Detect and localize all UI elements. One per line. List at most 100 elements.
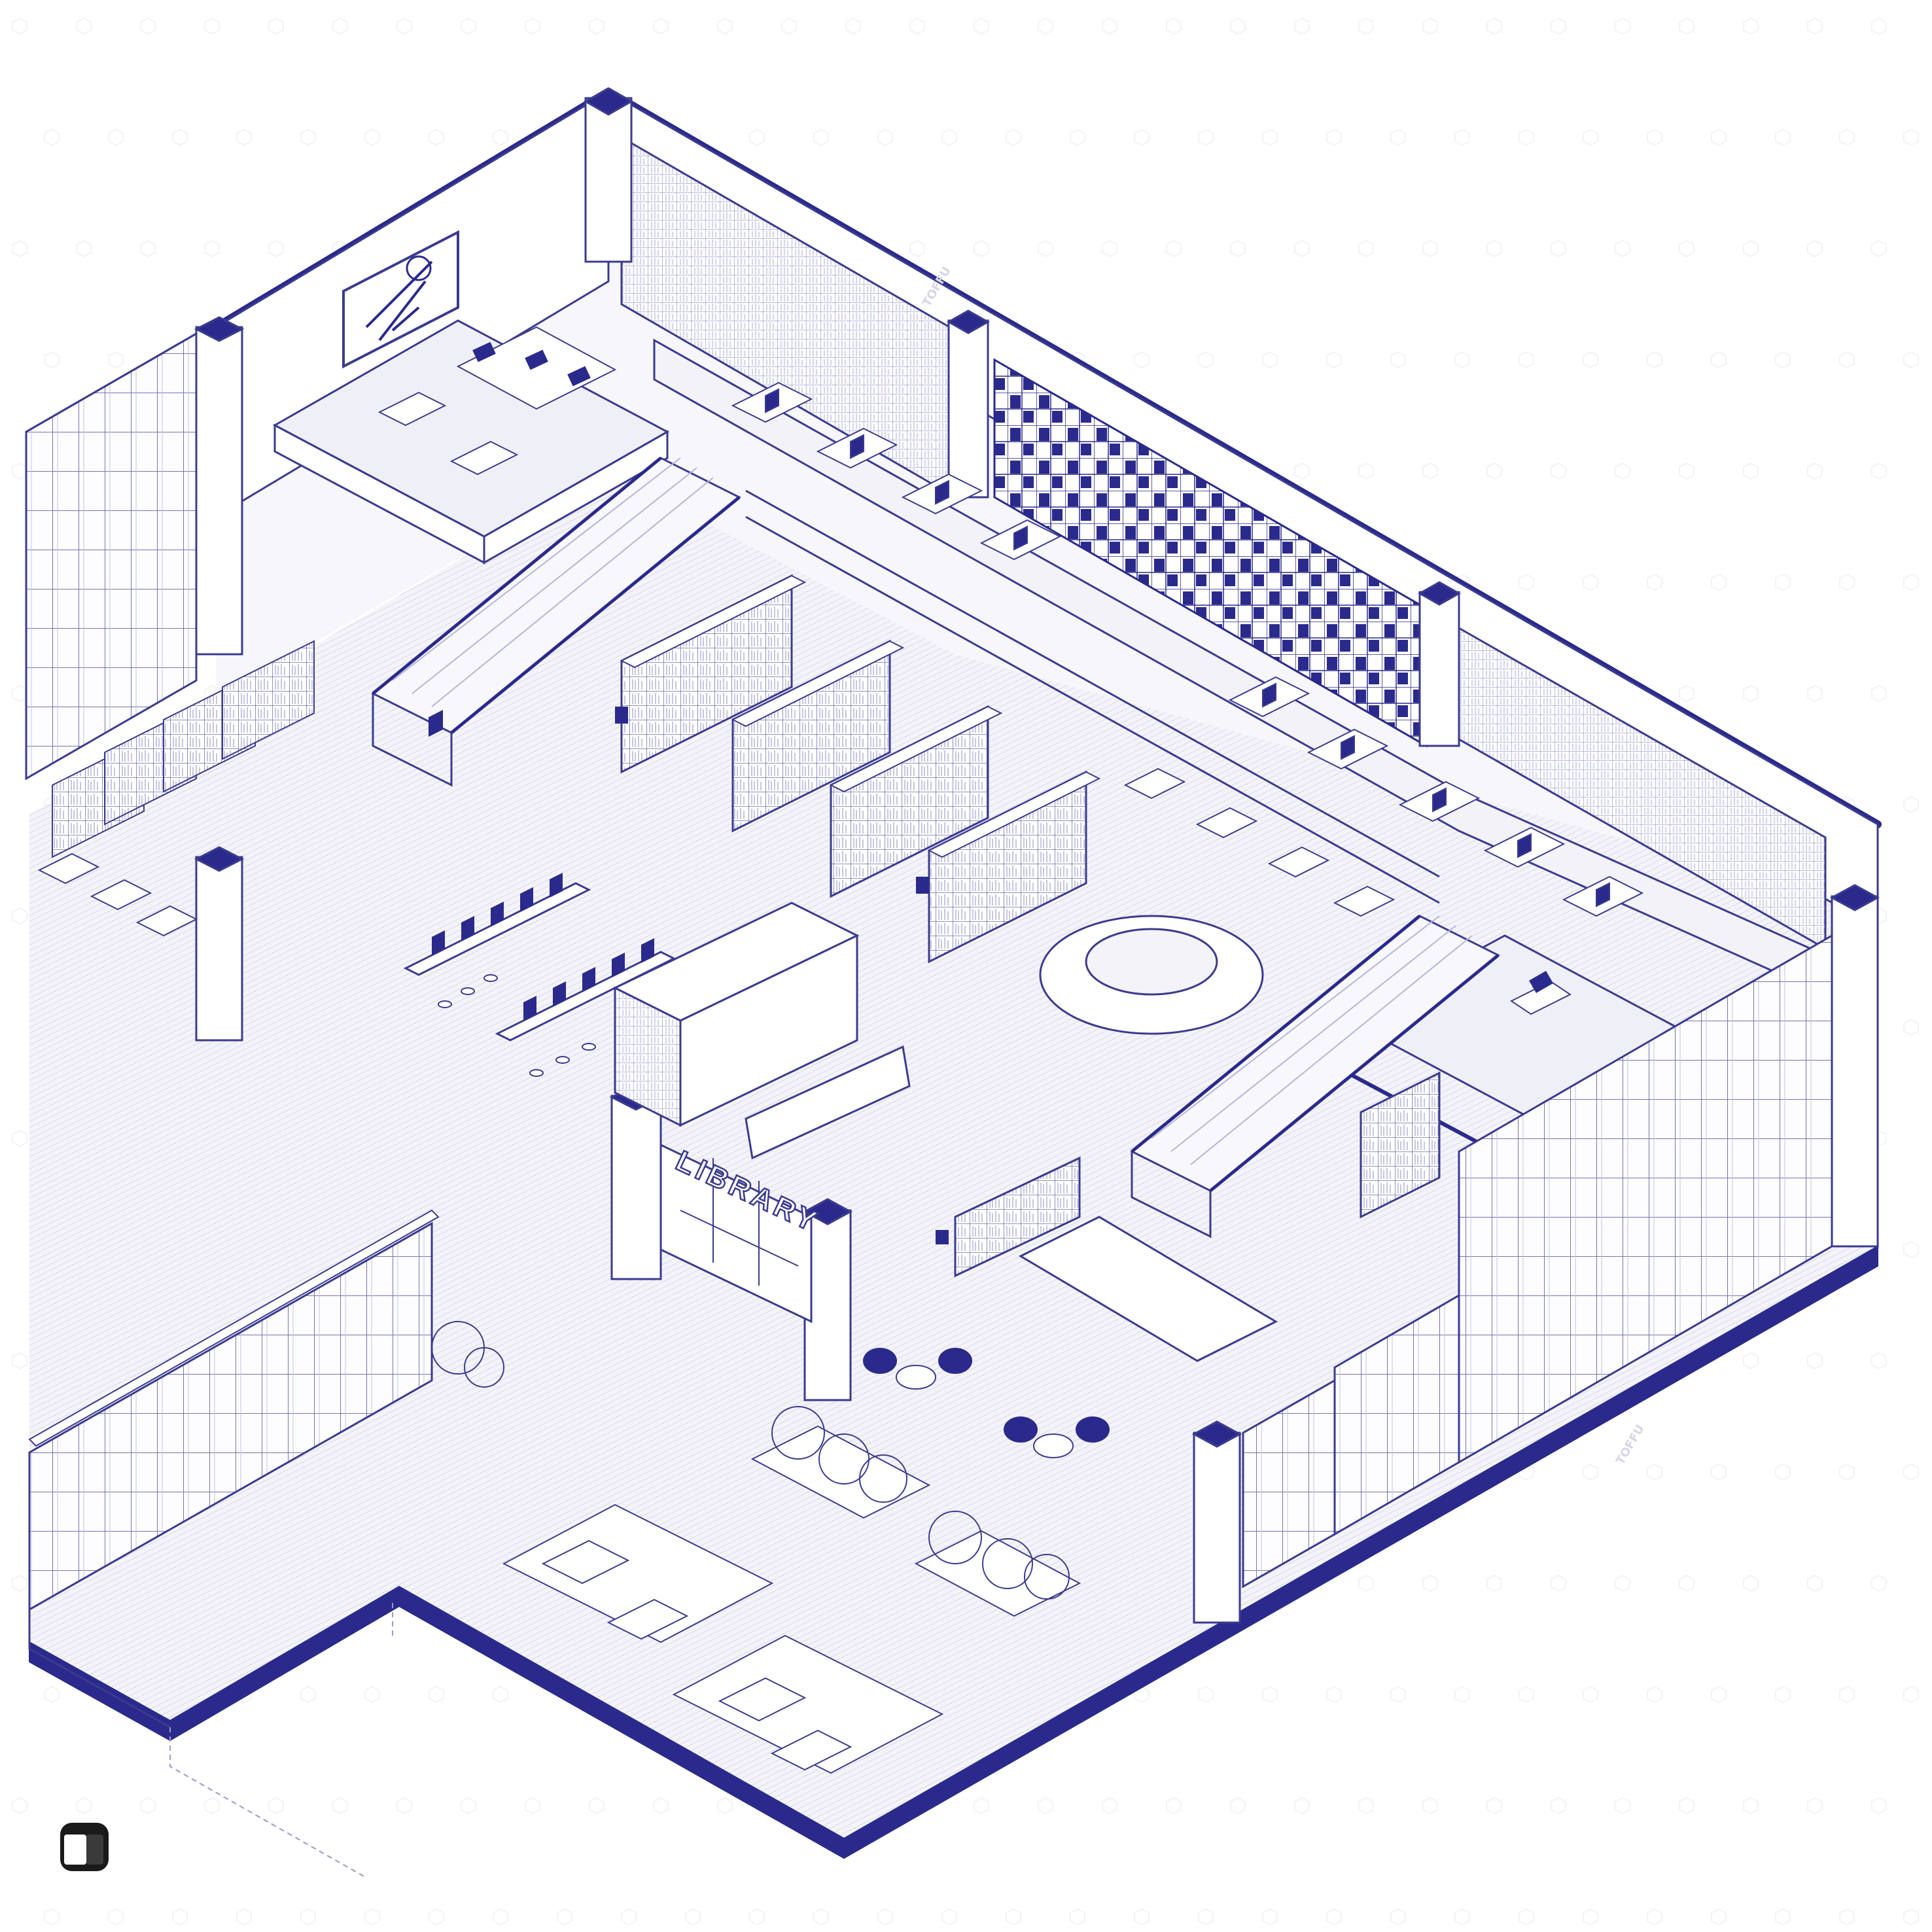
watermark-glyph	[1871, 1574, 1887, 1592]
watermark-glyph	[1326, 1908, 1342, 1926]
lounge-groups	[502, 1503, 944, 1774]
watermark-glyph	[781, 17, 797, 35]
watermark-glyph	[204, 17, 220, 35]
stools	[438, 974, 596, 1077]
watermark-glyph	[493, 1685, 508, 1704]
watermark-glyph	[76, 239, 92, 258]
watermark-glyph	[557, 1908, 572, 1926]
watermark-glyph	[1358, 17, 1374, 35]
watermark-glyph	[1903, 1018, 1919, 1036]
watermark-glyph	[1679, 462, 1695, 480]
watermark-glyph	[1262, 1685, 1278, 1704]
watermark-glyph	[1807, 1352, 1823, 1370]
computer-bench	[403, 710, 591, 976]
watermark-glyph	[653, 17, 669, 35]
watermark-glyph	[12, 17, 27, 35]
watermark-glyph	[717, 1797, 733, 1815]
watermark-glyph	[1807, 462, 1823, 480]
watermark-glyph	[1839, 1685, 1855, 1704]
watermark-glyph	[1166, 17, 1182, 35]
watermark-glyph	[429, 128, 444, 147]
watermark-glyph	[1871, 462, 1887, 480]
watermark-glyph	[1775, 1685, 1791, 1704]
watermark-glyph	[1358, 239, 1374, 258]
watermark-glyph	[1775, 1908, 1791, 1926]
circulation-desk	[612, 902, 911, 1160]
watermark-glyph	[653, 1797, 669, 1815]
watermark-glyph	[140, 1797, 156, 1815]
watermark-glyph	[1294, 239, 1310, 258]
watermark-glyph	[941, 1908, 957, 1926]
watermark-glyph	[1519, 573, 1534, 591]
watermark-glyph	[749, 128, 765, 147]
watermark-glyph	[76, 1797, 92, 1815]
watermark-glyph	[1454, 1685, 1470, 1704]
watermark-glyph	[1519, 1908, 1534, 1926]
watermark-glyph	[1743, 17, 1759, 35]
watermark-glyph	[1711, 351, 1727, 369]
lower-left-curtain-wall	[28, 1209, 440, 1729]
watermark-glyph	[140, 239, 156, 258]
watermark-glyph	[1519, 351, 1534, 369]
watermark-glyph	[1230, 17, 1246, 35]
cafe-tables-left	[37, 767, 1396, 937]
watermark-glyph	[685, 1908, 701, 1926]
watermark-glyph	[44, 1685, 60, 1704]
watermark-glyph	[1839, 1463, 1855, 1481]
round-reading-table	[1039, 915, 1264, 1035]
watermark-glyph	[12, 1574, 27, 1592]
watermark-glyph	[1070, 128, 1085, 147]
watermark-glyph	[1454, 351, 1470, 369]
watermark-glyph	[461, 1797, 476, 1815]
watermark-glyph	[108, 128, 124, 147]
watermark-glyph	[1294, 462, 1310, 480]
column	[946, 309, 991, 499]
watermark-glyph	[909, 239, 925, 258]
watermark-glyph	[364, 1908, 380, 1926]
watermark-glyph	[1326, 128, 1342, 147]
watermark-glyph	[396, 17, 412, 35]
watermark-glyph	[1839, 573, 1855, 591]
watermark-glyph	[1583, 1908, 1598, 1926]
armchair	[449, 440, 519, 476]
watermark-glyph	[1358, 462, 1374, 480]
watermark-glyph	[1711, 573, 1727, 591]
watermark-glyph	[621, 1908, 637, 1926]
watermark-glyph	[1486, 1797, 1502, 1815]
watermark-glyph	[1679, 239, 1695, 258]
watermark-glyph	[1551, 1574, 1566, 1592]
watermark-glyph	[1615, 1797, 1630, 1815]
watermark-glyph	[1839, 351, 1855, 369]
watermark-glyph	[1871, 239, 1887, 258]
watermark-glyph	[300, 1685, 316, 1704]
column	[1417, 581, 1462, 747]
watermark-glyph	[1903, 1685, 1919, 1704]
watermark-glyph	[1390, 1908, 1406, 1926]
stair-right	[1130, 915, 1500, 1238]
mezzanine-left	[272, 319, 670, 565]
watermark-glyph	[1839, 128, 1855, 147]
watermark-glyph	[1006, 128, 1021, 147]
watermark-glyph	[941, 128, 957, 147]
watermark-glyph	[1583, 351, 1598, 369]
watermark-glyph	[12, 1129, 27, 1148]
watermark-glyph	[845, 17, 861, 35]
watermark-glyph	[268, 17, 284, 35]
watermark-glyph	[1871, 684, 1887, 703]
watermark-glyph	[493, 128, 508, 147]
watermark-glyph	[204, 239, 220, 258]
watermark-glyph	[1166, 239, 1182, 258]
watermark-glyph	[1102, 1797, 1117, 1815]
watermark-glyph	[877, 1908, 893, 1926]
watermark-glyph	[1775, 1463, 1791, 1481]
watermark-glyph	[1262, 351, 1278, 369]
watermark-glyph	[1422, 17, 1438, 35]
watermark-glyph	[1198, 1685, 1214, 1704]
watermark-glyph	[12, 462, 27, 480]
armchair	[378, 391, 447, 427]
watermark-glyph	[1422, 1574, 1438, 1592]
watermark-glyph	[1647, 351, 1662, 369]
watermark-glyph	[1743, 684, 1759, 703]
watermark-glyph	[1262, 1908, 1278, 1926]
watermark-glyph	[749, 1908, 765, 1926]
